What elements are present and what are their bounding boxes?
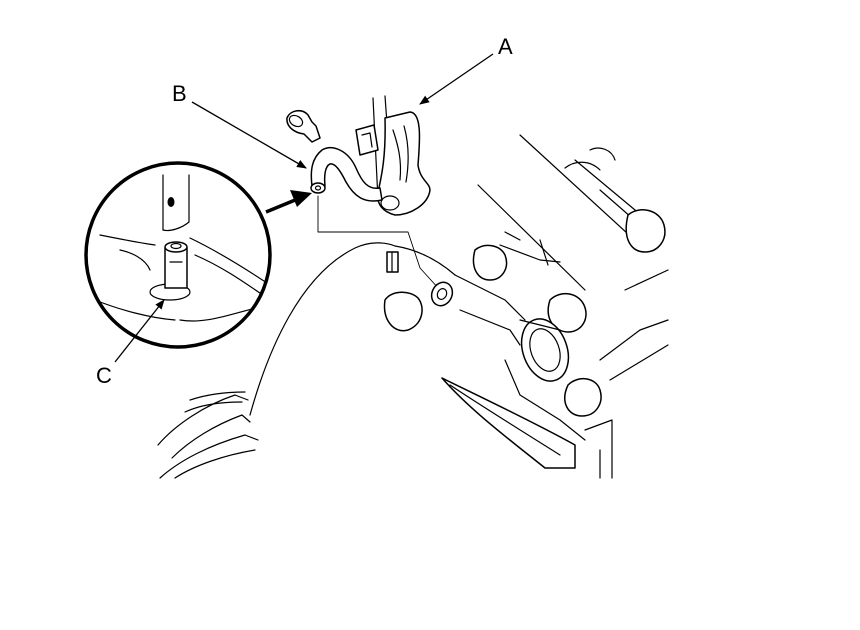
detail-arrow [265, 190, 312, 214]
washer [430, 281, 454, 307]
detail-magnifier [84, 161, 272, 349]
label-b: B [172, 81, 187, 106]
label-a: A [498, 34, 513, 59]
callout-b: B [172, 81, 307, 169]
bracket-part-a [355, 95, 431, 216]
callout-c: C [96, 299, 165, 388]
hose-fitting [386, 251, 399, 273]
callout-a: A [419, 34, 513, 105]
engine-right-assembly [383, 134, 669, 479]
label-c: C [96, 363, 112, 388]
pipe-part-b [286, 110, 383, 202]
engine-block [157, 195, 456, 479]
